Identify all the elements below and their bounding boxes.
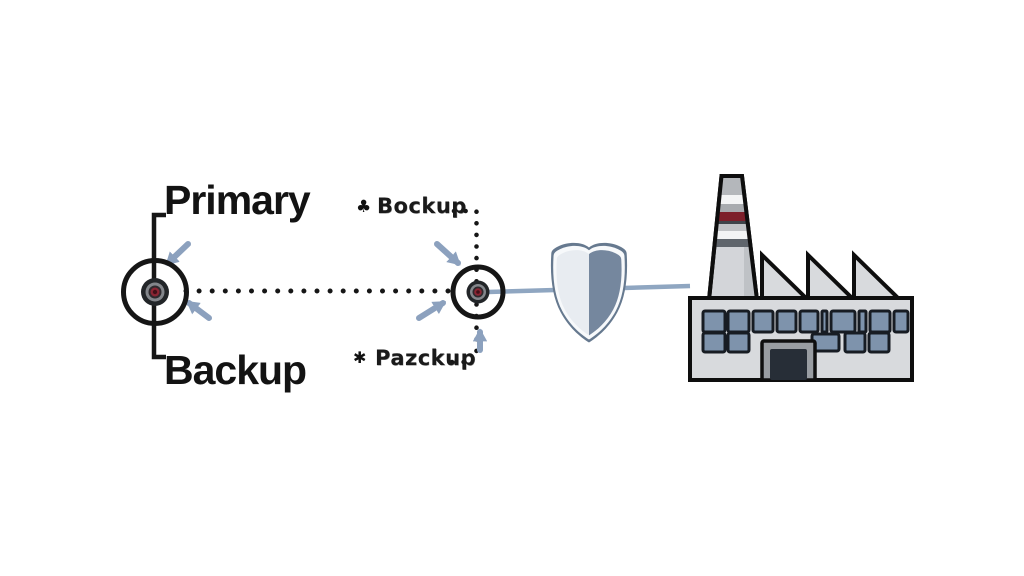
arrow-icon-left-top bbox=[165, 241, 191, 266]
arrow-icon-left-bottom bbox=[186, 300, 212, 321]
factory-roof-tooth bbox=[852, 250, 903, 300]
dotted-link-top-label bbox=[451, 208, 479, 355]
factory-window bbox=[751, 309, 775, 334]
factory-window bbox=[775, 309, 798, 334]
factory-door-inner bbox=[770, 349, 807, 380]
factory-window bbox=[843, 331, 867, 354]
factory-window bbox=[829, 309, 857, 334]
factory-window bbox=[892, 309, 910, 334]
middle-bottom-label: Pazckup bbox=[375, 346, 477, 370]
factory-window bbox=[726, 309, 751, 334]
primary-node-icon bbox=[121, 258, 189, 326]
factory-roof-tooth bbox=[760, 250, 811, 300]
factory-windows-row1 bbox=[701, 309, 910, 334]
secondary-node-icon bbox=[450, 264, 506, 320]
backup-label: Backup bbox=[164, 347, 307, 393]
club-marker-icon: ♣ bbox=[356, 197, 372, 217]
factory-window bbox=[820, 309, 829, 334]
arrow-icon-mid-top bbox=[434, 241, 461, 266]
factory-roof-tooth bbox=[806, 250, 857, 300]
factory-window bbox=[868, 309, 892, 334]
factory-window bbox=[701, 309, 727, 334]
middle-top-label: Bockup bbox=[377, 194, 467, 218]
asterisk-marker-icon: ✱ bbox=[353, 348, 367, 367]
factory-window bbox=[857, 309, 868, 334]
factory-window bbox=[867, 331, 891, 354]
factory-windows-row2 bbox=[701, 331, 891, 354]
arrow-icon-mid-bottom bbox=[416, 300, 447, 321]
factory-icon bbox=[688, 174, 914, 382]
factory-window bbox=[726, 331, 751, 354]
pointer-arrow-icons bbox=[165, 241, 488, 353]
shield-icon bbox=[550, 242, 628, 343]
factory-window bbox=[701, 331, 727, 354]
primary-label: Primary bbox=[164, 177, 311, 223]
factory-window bbox=[798, 309, 820, 334]
